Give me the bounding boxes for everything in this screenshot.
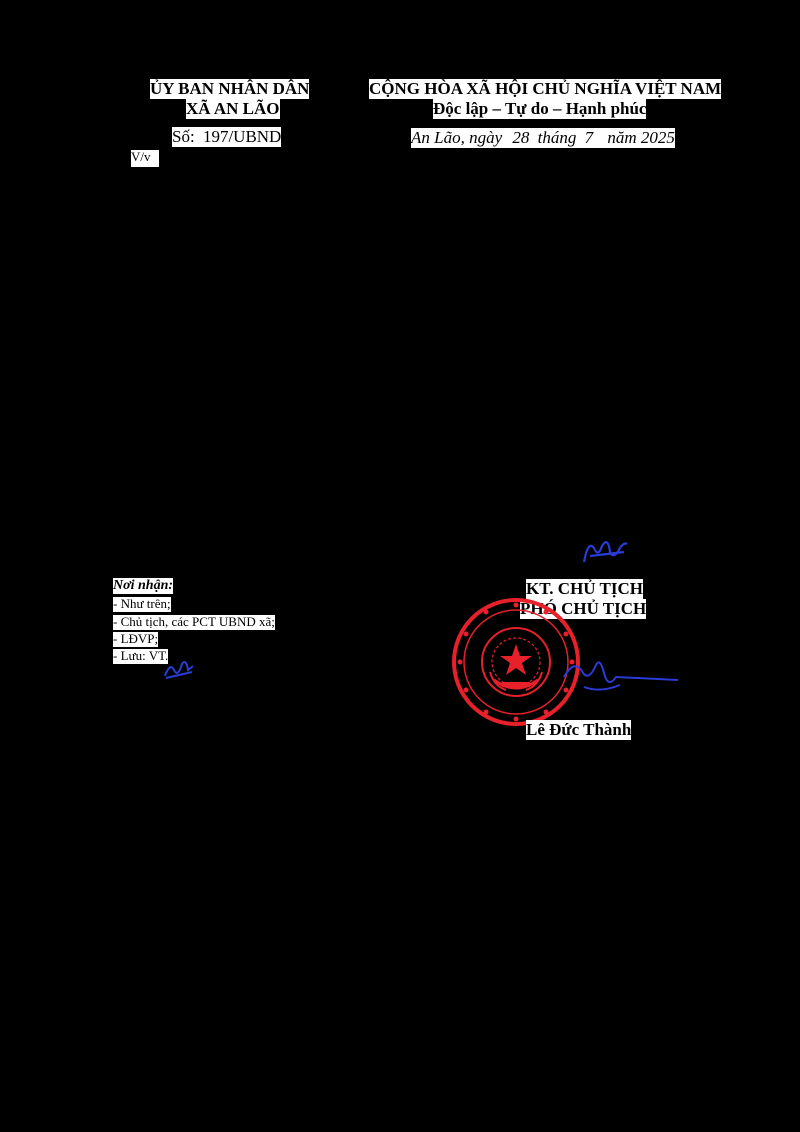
doc-number-prefix: Số: <box>172 127 195 146</box>
doc-number: Số: 197/UBND <box>172 127 282 147</box>
recipients-title: Nơi nhận: <box>113 578 174 595</box>
signature-role-line1: KT. CHỦ TỊCH <box>526 579 643 599</box>
initial-mark-icon <box>164 661 194 679</box>
subject-prefix: V/v <box>131 149 159 167</box>
place: An Lão, ngày <box>411 128 503 147</box>
national-motto-line2: Độc lập – Tự do – Hạnh phúc <box>433 99 647 119</box>
place-date: An Lão, ngày 28 tháng 7 năm 2025 <box>411 128 675 148</box>
signature-initial-icon <box>582 541 628 563</box>
org-name-line1: ỦY BAN NHÂN DÂN <box>150 79 310 99</box>
national-motto-line1: CỘNG HÒA XÃ HỘI CHỦ NGHĨA VIỆT NAM <box>369 79 722 99</box>
date-year: năm 2025 <box>607 128 675 147</box>
recipient-item: - Như trên; <box>113 596 171 612</box>
signer-name: Lê Đức Thành <box>526 720 632 740</box>
recipient-item: - Lưu: VT. <box>113 648 169 664</box>
org-name-line2: XÃ AN LÃO <box>186 99 280 119</box>
handwritten-signature-icon <box>563 661 679 691</box>
date-month-word: tháng <box>537 128 577 147</box>
date-day: 28 <box>512 128 530 147</box>
recipient-item: - LĐVP; <box>113 631 159 647</box>
recipient-item: - Chủ tịch, các PCT UBND xã; <box>113 614 275 630</box>
official-seal-icon <box>452 598 580 726</box>
date-month: 7 <box>584 128 594 147</box>
doc-number-value: 197 <box>202 127 229 146</box>
doc-number-suffix: /UBND <box>228 127 282 146</box>
